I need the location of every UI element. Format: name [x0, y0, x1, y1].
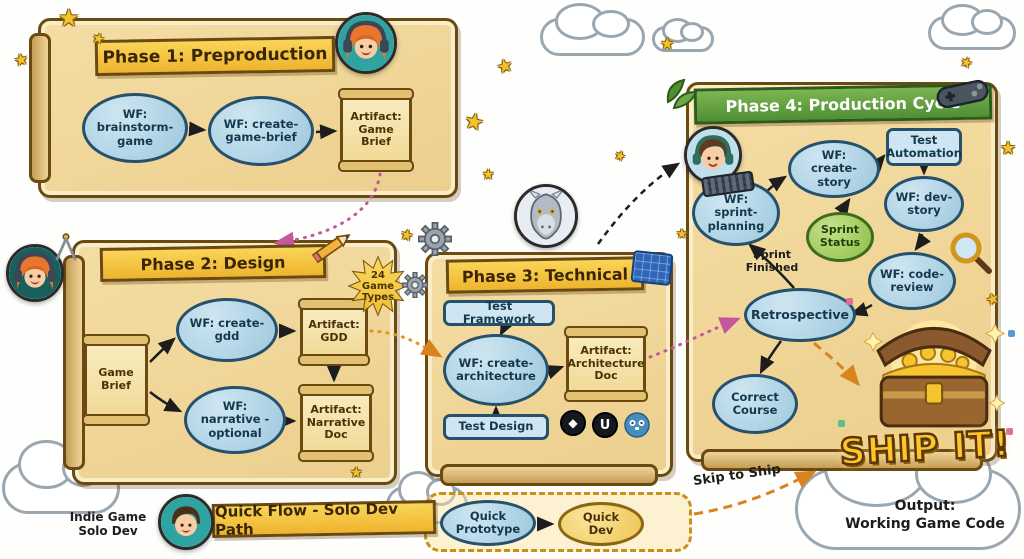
output-text: Working Game Code: [845, 516, 1005, 532]
node-artifact-narrative-doc: Artifact: Narrative Doc: [298, 384, 374, 462]
star-icon: ★: [1000, 138, 1017, 159]
boy-headphones-icon: [687, 129, 739, 181]
phase1-avatar: [335, 12, 397, 74]
star-icon: ★: [461, 108, 487, 137]
boy-icon: [161, 497, 211, 547]
node-artifact-architecture-doc: Artifact: Architecture Doc: [564, 326, 648, 402]
phase1-title: Phase 1: Preproduction: [102, 44, 328, 68]
arrow-phase3-to-phase4: [648, 317, 741, 359]
arrow-retrospective-to-sprint-planning: [748, 243, 795, 289]
node-quick-dev: Quick Dev: [558, 502, 644, 546]
blueprint-icon: [630, 249, 674, 287]
node-wf-dev-story: WF: dev-story: [884, 176, 964, 232]
cloud: [540, 3, 645, 56]
arrow-skip-to-ship: [693, 470, 817, 516]
star-icon: ★: [12, 48, 31, 71]
arrow-test-framework-to-architecture: [499, 317, 515, 337]
phase4-title: Phase 4: Production Cycle: [725, 92, 961, 116]
node-test-automation: Test Automation: [886, 128, 962, 166]
node-wf-narrative-optional: WF: narrative - optional: [184, 386, 286, 454]
node-wf-create-game-brief: WF: create-game-brief: [208, 96, 314, 166]
star-icon: ★: [660, 34, 675, 53]
cloud: [652, 18, 714, 52]
arrow-dev-story-to-code-review: [914, 232, 931, 252]
arrow-create-brief-to-artifact: [315, 124, 338, 140]
arrow-phase3-to-phase4-top: [596, 162, 681, 245]
quick-flow-title: Quick Flow - Solo Dev Path: [214, 499, 399, 539]
star-icon: ★: [350, 465, 363, 481]
node-artifact-gdd: Artifact: GDD: [298, 298, 370, 366]
phase3-banner: Phase 3: Technical: [445, 256, 645, 294]
woman-headphones-icon: [338, 15, 394, 71]
phase3-title: Phase 3: Technical: [461, 264, 629, 286]
star-icon: ★: [676, 227, 688, 242]
arrow-brainstorm-to-create-brief: [188, 121, 207, 137]
node-wf-code-review: WF: code-review: [868, 252, 956, 310]
godot-engine-icon: [624, 412, 650, 438]
phase2-avatar: [6, 244, 64, 302]
confetti: [1006, 428, 1013, 435]
arrow-retrospective-to-ship: [813, 341, 860, 387]
treasure-chest-icon: [852, 302, 1016, 438]
phase1-banner: Phase 1: Preproduction: [94, 35, 336, 77]
confetti: [1008, 330, 1015, 337]
solo-dev-label: Indie Game Solo Dev: [69, 510, 147, 539]
node-quick-prototype: Quick Prototype: [440, 500, 536, 546]
arrow-sprint-status-to-create-story: [834, 197, 851, 217]
arrow-brief-to-create-gdd: [149, 337, 176, 363]
node-test-framework: Test Framework: [443, 299, 555, 326]
cloud: [928, 3, 1016, 50]
phase2-title: Phase 2: Design: [140, 252, 286, 274]
magnifier-icon: [946, 228, 994, 280]
arrow-phase1-to-phase2: [273, 172, 382, 250]
output-label: Output:: [894, 498, 956, 514]
arrow-create-story-to-test-automation: [868, 154, 886, 173]
node-test-design: Test Design: [443, 414, 549, 440]
gear-icon: [418, 222, 452, 256]
star-icon: ★: [58, 4, 80, 32]
node-retrospective: Retrospective: [744, 288, 856, 342]
woman-designer-icon: [9, 247, 61, 299]
node-game-brief: Game Brief: [82, 334, 150, 426]
node-wf-brainstorm-game: WF: brainstorm-game: [82, 93, 188, 163]
node-correct-course: Correct Course: [712, 374, 798, 434]
unreal-engine-icon: U: [592, 412, 618, 438]
arrow-architecture-to-doc: [545, 365, 565, 380]
phase3-avatar: [514, 184, 578, 248]
node-artifact-game-brief: Artifact: Game Brief: [338, 88, 414, 172]
dragon-icon: [517, 187, 575, 245]
star-icon: ★: [482, 167, 495, 183]
arrow-retrospective-to-correct-course: [759, 340, 783, 375]
node-sprint-status: Sprint Status: [806, 212, 874, 262]
quick-flow-banner: Quick Flow - Solo Dev Path: [211, 499, 437, 539]
sprint-finished-label: Sprint Finished: [745, 248, 799, 275]
node-wf-create-story: WF: create-story: [788, 140, 880, 198]
solo-dev-avatar: [158, 494, 214, 550]
unity-engine-icon: ◆: [560, 410, 586, 436]
node-wf-create-gdd: WF: create-gdd: [176, 298, 278, 362]
game-controller-icon: [930, 70, 995, 121]
confetti: [846, 298, 853, 305]
arrow-brief-to-narrative: [149, 391, 183, 413]
gear-icon: [402, 272, 428, 298]
pencil-icon: [310, 227, 358, 269]
arrow-phase2-to-phase3: [369, 329, 443, 358]
phase2-banner: Phase 2: Design: [99, 244, 327, 282]
node-wf-create-architecture: WF: create-architecture: [443, 334, 549, 406]
confetti: [838, 420, 845, 427]
leaves-icon: [664, 72, 704, 116]
compass-icon: [52, 232, 80, 268]
